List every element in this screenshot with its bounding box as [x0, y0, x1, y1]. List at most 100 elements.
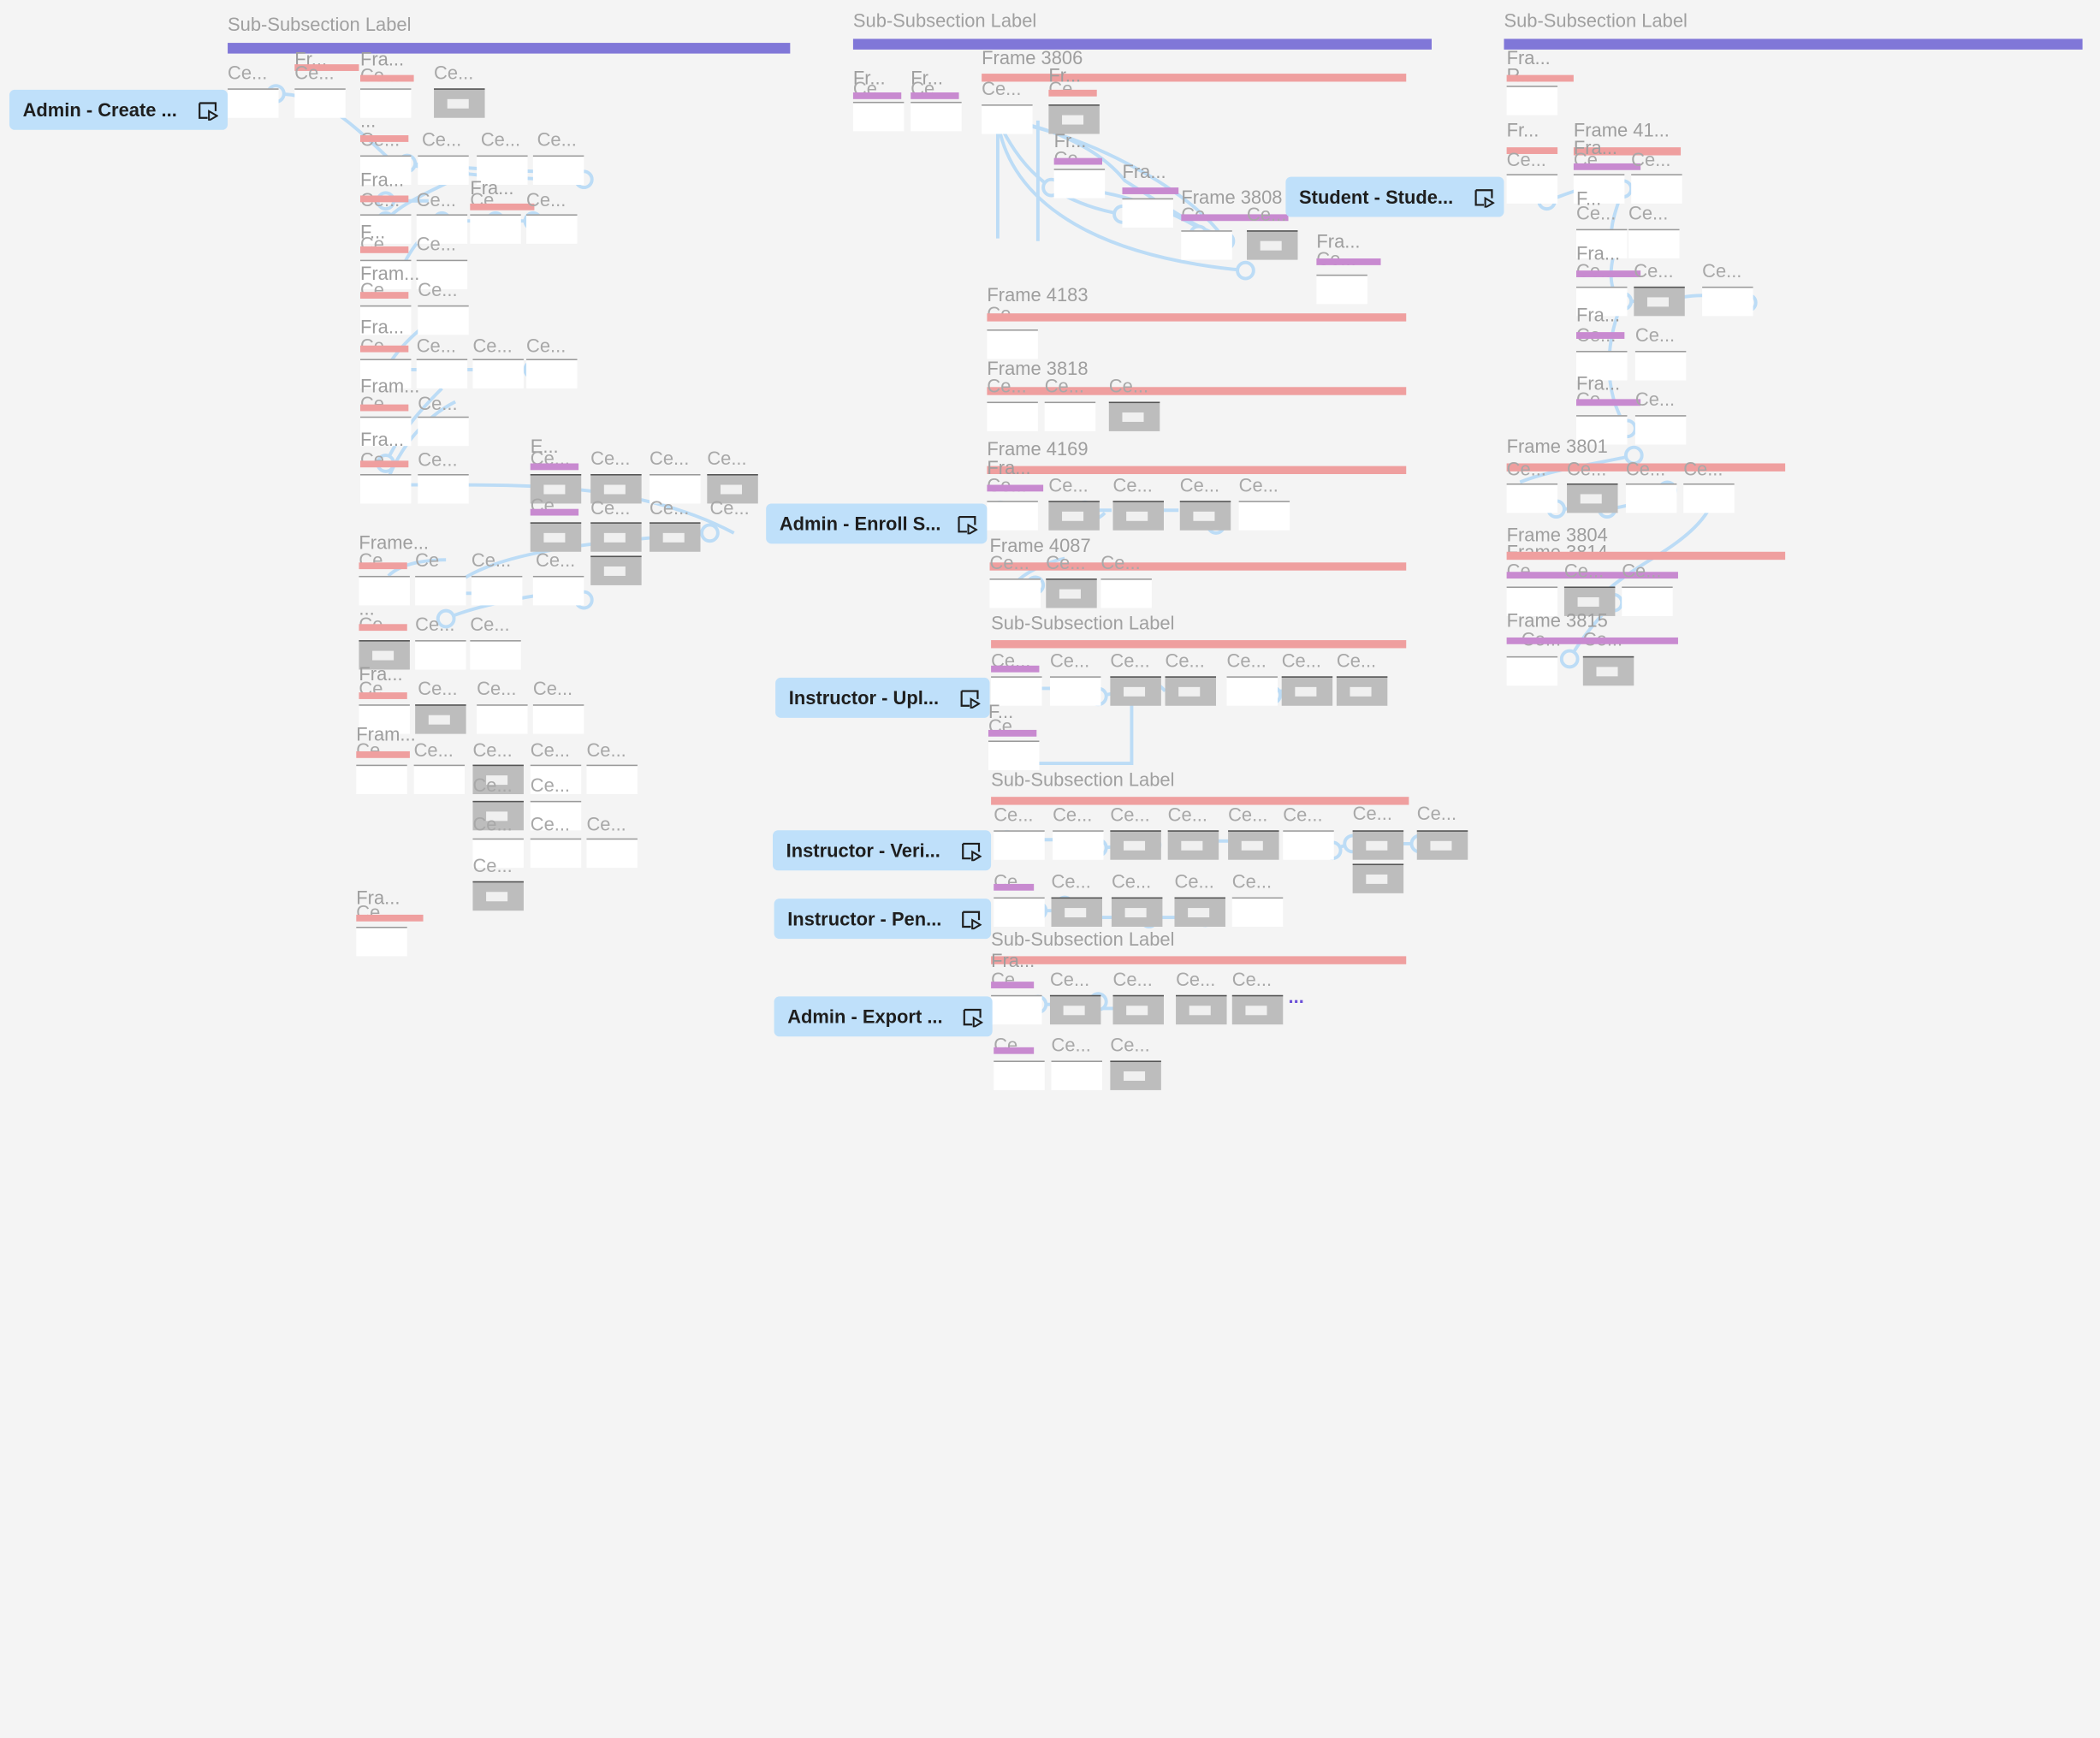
screen-thumbnail[interactable] — [1044, 401, 1096, 431]
screen-thumbnail[interactable] — [472, 838, 524, 869]
screen-thumbnail[interactable] — [1506, 655, 1558, 686]
screen-thumbnail[interactable] — [982, 104, 1033, 134]
screen-thumbnail[interactable] — [530, 838, 582, 869]
screen-thumbnail[interactable] — [1165, 676, 1217, 706]
screen-thumbnail[interactable] — [530, 800, 582, 831]
screen-thumbnail[interactable] — [1174, 897, 1225, 927]
screen-thumbnail[interactable] — [1563, 586, 1616, 616]
screen-thumbnail[interactable] — [987, 329, 1038, 359]
flow-start-student[interactable]: Student - Stude... — [1285, 176, 1504, 217]
screen-thumbnail[interactable] — [1506, 483, 1558, 513]
screen-thumbnail[interactable] — [1110, 676, 1161, 706]
screen-thumbnail[interactable] — [416, 259, 468, 290]
screen-thumbnail[interactable] — [1048, 501, 1100, 531]
screen-thumbnail[interactable] — [1582, 655, 1634, 686]
screen-thumbnail[interactable] — [1231, 897, 1284, 927]
screen-thumbnail[interactable] — [991, 994, 1042, 1025]
screen-thumbnail[interactable] — [1576, 228, 1628, 259]
screen-thumbnail[interactable] — [1506, 86, 1558, 116]
screen-thumbnail[interactable] — [472, 359, 524, 389]
screen-thumbnail[interactable] — [1281, 676, 1333, 706]
screen-thumbnail[interactable] — [359, 704, 410, 734]
screen-thumbnail[interactable] — [477, 704, 528, 734]
screen-thumbnail[interactable] — [1051, 897, 1102, 927]
screen-thumbnail[interactable] — [1352, 863, 1404, 893]
screen-thumbnail[interactable] — [1108, 401, 1160, 431]
screen-thumbnail[interactable] — [650, 474, 701, 504]
flow-start-instructor-verify[interactable]: Instructor - Veri... — [773, 830, 992, 871]
screen-thumbnail[interactable] — [988, 740, 1040, 770]
screen-thumbnail[interactable] — [1631, 174, 1682, 204]
screen-thumbnail[interactable] — [1573, 174, 1625, 204]
screen-thumbnail[interactable] — [359, 416, 412, 447]
flow-start-admin-create[interactable]: Admin - Create ... — [9, 89, 228, 130]
screen-thumbnail[interactable] — [526, 214, 578, 244]
screen-thumbnail[interactable] — [1226, 676, 1278, 706]
screen-thumbnail[interactable] — [359, 575, 410, 606]
screen-thumbnail[interactable] — [1179, 501, 1231, 531]
screen-thumbnail[interactable] — [418, 155, 469, 185]
screen-thumbnail[interactable] — [359, 155, 412, 185]
screen-thumbnail[interactable] — [359, 474, 412, 504]
screen-thumbnail[interactable] — [994, 897, 1045, 927]
screen-thumbnail[interactable] — [994, 830, 1045, 860]
screen-thumbnail[interactable] — [1506, 174, 1558, 204]
screen-thumbnail[interactable] — [1231, 994, 1284, 1025]
screen-thumbnail[interactable] — [418, 474, 469, 504]
screen-thumbnail[interactable] — [356, 926, 407, 957]
screen-thumbnail[interactable] — [1683, 483, 1735, 513]
screen-thumbnail[interactable] — [1051, 1060, 1102, 1090]
screen-thumbnail[interactable] — [477, 155, 528, 185]
screen-thumbnail[interactable] — [1634, 415, 1687, 445]
screen-thumbnail[interactable] — [1046, 578, 1097, 608]
screen-thumbnail[interactable] — [1634, 286, 1685, 317]
screen-thumbnail[interactable] — [1576, 351, 1628, 381]
screen-thumbnail[interactable] — [416, 214, 468, 244]
screen-thumbnail[interactable] — [359, 259, 412, 290]
screen-thumbnail[interactable] — [1100, 578, 1152, 608]
screen-thumbnail[interactable] — [991, 676, 1042, 706]
screen-thumbnail[interactable] — [1622, 586, 1673, 616]
screen-thumbnail[interactable] — [1506, 586, 1558, 616]
screen-thumbnail[interactable] — [911, 101, 962, 132]
screen-thumbnail[interactable] — [590, 522, 642, 552]
screen-thumbnail[interactable] — [1112, 501, 1164, 531]
screen-thumbnail[interactable] — [415, 575, 466, 606]
screen-thumbnail[interactable] — [228, 88, 279, 118]
screen-thumbnail[interactable] — [472, 764, 524, 795]
screen-thumbnail[interactable] — [1048, 104, 1100, 134]
screen-thumbnail[interactable] — [1247, 230, 1298, 260]
screen-thumbnail[interactable] — [415, 704, 466, 734]
screen-thumbnail[interactable] — [1176, 994, 1227, 1025]
screen-thumbnail[interactable] — [1416, 830, 1468, 860]
screen-thumbnail[interactable] — [1316, 274, 1367, 305]
screen-thumbnail[interactable] — [1181, 230, 1232, 260]
screen-thumbnail[interactable] — [650, 522, 701, 552]
screen-thumbnail[interactable] — [418, 305, 469, 335]
screen-thumbnail[interactable] — [415, 640, 466, 670]
flow-start-instructor-pending[interactable]: Instructor - Pen... — [774, 899, 992, 940]
screen-thumbnail[interactable] — [471, 575, 523, 606]
screen-thumbnail[interactable] — [852, 101, 905, 132]
flow-start-instructor-upload[interactable]: Instructor - Upl... — [775, 677, 990, 718]
screen-thumbnail[interactable] — [590, 555, 642, 585]
screen-thumbnail[interactable] — [470, 214, 521, 244]
screen-thumbnail[interactable] — [586, 838, 638, 869]
screen-thumbnail[interactable] — [413, 764, 466, 795]
screen-thumbnail[interactable] — [989, 578, 1041, 608]
screen-thumbnail[interactable] — [1111, 897, 1163, 927]
screen-thumbnail[interactable] — [1336, 676, 1388, 706]
screen-thumbnail[interactable] — [987, 501, 1038, 531]
screen-thumbnail[interactable] — [356, 764, 407, 795]
screen-thumbnail[interactable] — [1049, 994, 1101, 1025]
screen-thumbnail[interactable] — [359, 640, 410, 670]
screen-thumbnail[interactable] — [418, 416, 469, 447]
screen-thumbnail[interactable] — [1110, 1060, 1161, 1090]
screen-thumbnail[interactable] — [526, 359, 578, 389]
screen-thumbnail[interactable] — [359, 305, 412, 335]
screen-thumbnail[interactable] — [530, 522, 582, 552]
screen-thumbnail[interactable] — [1352, 830, 1404, 860]
screen-thumbnail[interactable] — [359, 88, 412, 118]
screen-thumbnail[interactable] — [1053, 169, 1106, 199]
